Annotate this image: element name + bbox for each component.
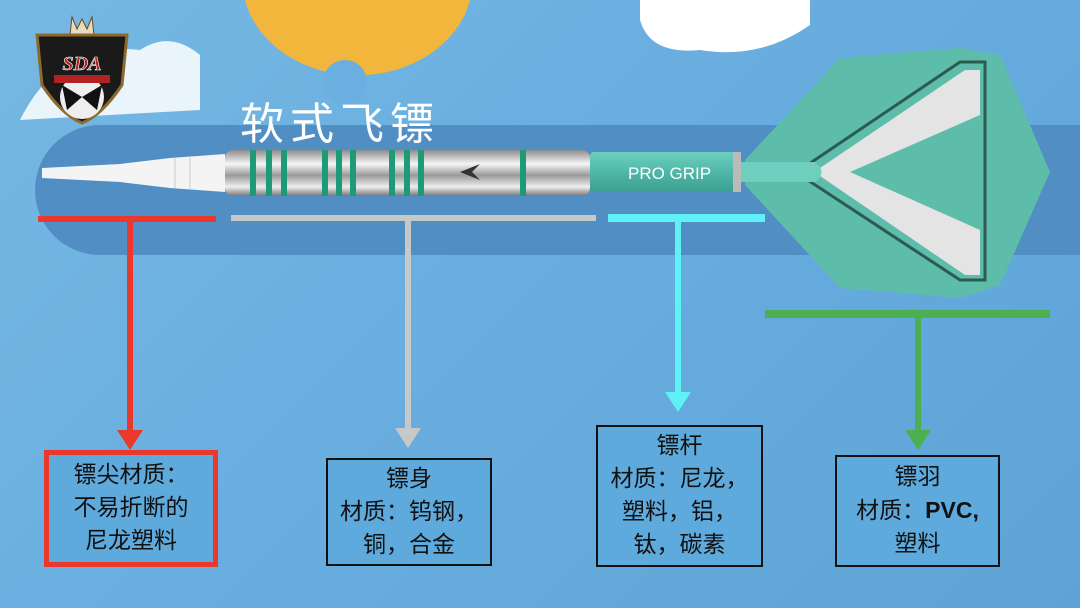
flight-material-line: 塑料 [894, 531, 941, 557]
shaft-arrow-icon [665, 392, 691, 412]
tip-arrow-icon [117, 430, 143, 450]
barrel-material-line: 材质：钨钢， [340, 498, 478, 525]
shaft-connector [675, 222, 681, 394]
tip-material-line: 尼龙塑料 [85, 528, 177, 554]
moon-shape [245, 0, 470, 76]
barrel-material-line: 铜，合金 [363, 531, 455, 558]
shaft-material-line: 材质：尼龙， [610, 466, 749, 492]
tip-material-line: 不易折断的 [73, 495, 189, 521]
shaft-indicator-line [608, 214, 765, 222]
shaft-label-box: 镖杆 材质：尼龙， 塑料，铝， 钛，碳素 [596, 425, 763, 567]
flight-label-box: 镖羽 材质：PVC, 塑料 [835, 455, 1000, 567]
barrel-indicator-line [231, 215, 596, 221]
flight-material-line: 材质：PVC, [856, 494, 979, 528]
dart-tip [42, 154, 225, 192]
barrel-arrow-icon [395, 428, 421, 448]
flight-indicator-line [765, 310, 1050, 318]
flight-material-prefix: 材质： [856, 498, 926, 524]
tip-label-box: 镖尖材质： 不易折断的 尼龙塑料 [44, 450, 218, 567]
flight-material-pvc: PVC, [925, 497, 979, 523]
shaft-material-line: 钛，碳素 [633, 532, 726, 558]
tip-connector [127, 222, 133, 434]
barrel-label-name: 镖身 [386, 465, 432, 492]
flight-arrow-icon [905, 430, 931, 450]
barrel-label-box: 镖身 材质：钨钢， 铜，合金 [326, 458, 492, 566]
flight-label-name: 镖羽 [894, 464, 941, 490]
shaft-label-name: 镖杆 [656, 433, 703, 459]
shaft-material-line: 塑料，铝， [622, 499, 737, 525]
flight-connector [915, 318, 921, 432]
tip-indicator-line [38, 216, 216, 222]
dart-shaft [590, 152, 740, 192]
page-title: 软式飞镖 [240, 99, 440, 150]
svg-text:SDA: SDA [63, 53, 102, 75]
barrel-connector [405, 221, 411, 431]
tip-label-name: 镖尖材质： [73, 462, 189, 488]
shaft-brand-text: PRO GRIP [628, 164, 711, 183]
sda-logo: SDA [35, 15, 129, 125]
cloud-shape [640, 0, 810, 53]
